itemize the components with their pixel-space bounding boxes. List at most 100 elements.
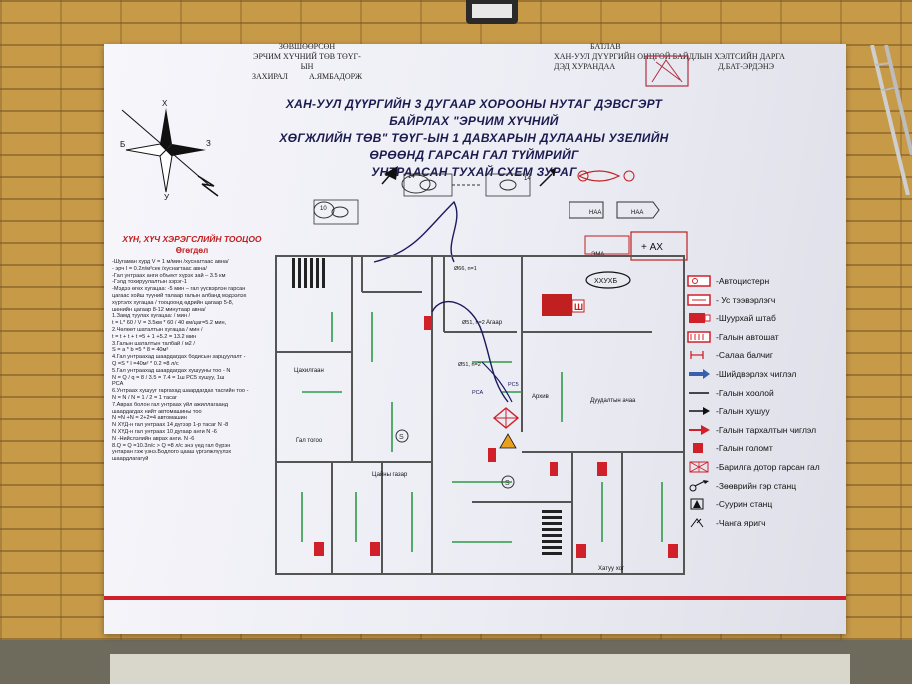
water-tanker-icon: [686, 293, 712, 306]
legend-label: -Галын хушуу: [716, 406, 770, 417]
legend-label: -Шуурхай штаб: [716, 313, 776, 324]
left-name: А.ЯМБАДОРЖ: [308, 72, 362, 81]
banner-red-stripe: [104, 596, 846, 600]
naa-left-label: НАА: [589, 210, 601, 216]
legend-item: -Суурин станц: [686, 497, 772, 511]
nozzle-icon: [686, 405, 712, 417]
hq-symbol: ХХУХБ Ш: [542, 271, 631, 316]
calc-line: 8.Q = Q =10.3л/с > Q =8 л/с энэ үед гал …: [112, 442, 231, 449]
right-position: ДЭД ХУРАНДАА: [554, 62, 616, 71]
calc-line: -Гэлд тохируулалтын зэрэг-1: [112, 279, 187, 286]
tree-icon: [686, 517, 712, 529]
approver-left: ЗӨВШӨӨРСӨН ЭРЧИМ ХҮЧНИЙ ТӨВ ТӨҮГ-ЫН ЗАХИ…: [252, 42, 362, 82]
xxyxb-label: ХХУХБ: [594, 278, 617, 285]
legend-label: -Галын тархалтын чиглэл: [716, 424, 817, 435]
fire-source-icon: [686, 442, 712, 454]
direction-arrow-icon: [686, 368, 712, 380]
mobile-station-icon: [686, 479, 712, 492]
calc-line: хүртэлх хугацаа / тооцоонд өдрийн цагаар…: [112, 299, 234, 306]
calc-line: 2.Чөлөөт шаталтын хугацаа / мин /: [112, 326, 203, 333]
wall-lamp: [466, 0, 518, 24]
legend-label: -Барилга дотор гарсан гал: [716, 462, 820, 472]
rs5-label: РС5: [508, 382, 519, 388]
calc-line: - эрч I = 0.2л/м²сек /хуснагтааc авна/: [112, 265, 207, 272]
unit14-right-label: 14: [524, 176, 531, 182]
calculation-panel: ХҮН, ХҮЧ ХЭРЭГСЛИЙН ТООЦОО Өгөгдөл -Шуга…: [112, 234, 272, 463]
hq-icon: [686, 312, 712, 324]
pipe-a-label: Ø66, n=1: [454, 266, 477, 272]
floor-plan: S S Ø51, n=2 Ø51, n=2 Агаар Архив Дуудал…: [275, 255, 685, 575]
calc-line: N ХҮД-н гал унтраах 10 дугаар анги N -6: [112, 428, 217, 435]
calc-line: шөнийн цагаар 8-12 минутаар авна/: [112, 306, 206, 313]
calc-line: 3.Галын шаталтын талбай / м2 /: [112, 340, 195, 347]
fire-truck-icon: [686, 275, 712, 287]
legend-item: -Галын тархалтын чиглэл: [686, 423, 816, 437]
compass-icon: Х У Б З: [120, 100, 219, 200]
room-agaar: Агаар: [486, 320, 503, 326]
ground: [0, 640, 912, 684]
legend-label: -Зөөврийн гэр станц: [716, 480, 797, 491]
calc-line: N =N +N = 2+2=4 автомашин: [112, 415, 187, 422]
unit14-left-label: 14: [408, 174, 415, 180]
legend-label: -Салаа балчиг: [716, 350, 774, 361]
burn-area-icon: [686, 461, 712, 473]
legend-item: -Шуурхай штаб: [686, 311, 776, 325]
legend-label: -Чанга яригч: [716, 517, 766, 528]
ah-label: + АХ: [641, 242, 663, 253]
calc-line: -Шугаман хурд V = 1 м/мин /хуснагтааc ав…: [112, 259, 229, 265]
compass-south: У: [164, 193, 170, 200]
legend-item: -Зөөврийн гэр станц: [686, 479, 796, 493]
room-archiv: Архив: [532, 394, 549, 400]
legend-item: -Галын хоолой: [686, 386, 774, 400]
legend-item: - Ус тээвэрлэгч: [686, 293, 775, 307]
calc-line: унтаран гэж үзнэ.Бодлого цааш үргэлжлүүл…: [112, 449, 232, 456]
pipe-b-label: Ø51, n=2: [462, 320, 485, 326]
calc-line: РСА: [112, 381, 124, 388]
right-approver-title: БАТЛАВ: [590, 42, 621, 51]
calc-line: 1.Замд туулах хугацаа: / мин /: [112, 313, 191, 320]
left-position: ЗАХИРАЛ: [252, 72, 288, 81]
calc-line: N = Q / q = 8 / 3.5 = 7.4 = 1ш РС5 хушуу…: [112, 374, 225, 381]
room-duudaltiin: Дуудалтын ачаа: [590, 398, 636, 404]
compass-north: Х: [162, 100, 168, 108]
title-line-2: ХӨГЖЛИЙН ТӨВ" ТӨҮГ-ЫН 1 ДАВХАРЫН ДУЛААНЫ…: [279, 131, 669, 162]
calc-line: цагаас хойш түүний талаар галын албанд м…: [112, 292, 247, 299]
stamp-icon: [645, 55, 689, 87]
calc-line: t = t + t + t =5 + 1 +5.2 = 13.2 мин: [112, 333, 197, 340]
calc-line: 6.Унтраах хушууг гаргахад шаардагдах тас…: [112, 388, 249, 395]
calc-line: N = N / N = 1 / 2 = 1 тасаг: [112, 394, 178, 401]
calc-line: S = a * b =5 * 8 = 40м²: [112, 347, 169, 354]
unit10-label: 10: [320, 206, 327, 212]
legend-label: -Галын автошат: [716, 331, 779, 342]
calc-line: 5.Гал унтраахад шаардагдах хушууны тоо -…: [112, 367, 231, 374]
spread-arrow-icon: [686, 424, 712, 436]
sh-label: Ш: [574, 302, 583, 312]
room-tsaasny: Цайны газар: [372, 471, 408, 478]
hydrant-valve-icon: [686, 349, 712, 361]
right-org: ХАН-УУЛ ДҮҮРГИЙН ОНЦГОЙ БАЙДЛЫН ХЭЛТСИЙН…: [554, 52, 785, 61]
legend-label: - Ус тээвэрлэгч: [716, 294, 776, 305]
fire-bus-icon: [686, 331, 712, 343]
title-line-1: ХАН-УУЛ ДҮҮРГИЙН 3 ДУГААР ХОРООНЫ НУТАГ …: [285, 97, 663, 128]
calc-line: N -Нийслэлийн аврах анги. N -6: [112, 435, 195, 442]
calc-line: Q =S * I =40м² * 0.2 =8 л/с: [112, 360, 179, 367]
legend-label: -Суурин станц: [716, 499, 773, 510]
calc-line: шаардагдах нийт автомашины тоо: [112, 408, 202, 415]
legend-label: -Галын хоолой: [716, 387, 774, 398]
left-org: ЭРЧИМ ХҮЧНИЙ ТӨВ ТӨҮГ-ЫН: [253, 52, 361, 71]
legend-item: -Барилга дотор гарсан гал: [686, 460, 820, 474]
approver-right: БАТЛАВ ХАН-УУЛ ДҮҮРГИЙН ОНЦГОЙ БАЙДЛЫН Х…: [554, 42, 844, 72]
hose-icon: [686, 387, 712, 399]
left-approver-title: ЗӨВШӨӨРСӨН: [278, 42, 336, 51]
hydrant-mark-1: S: [399, 434, 404, 441]
scheme-banner: ЗӨВШӨӨРСӨН ЭРЧИМ ХҮЧНИЙ ТӨВ ТӨҮГ-ЫН ЗАХИ…: [104, 42, 846, 634]
calc-line: шаардлагагүй: [112, 456, 149, 463]
right-name: Д.БАТ-ЭРДЭНЭ: [718, 62, 774, 71]
legend-label: -Галын голомт: [716, 443, 773, 454]
naa-right-label: НАА: [631, 210, 643, 216]
room-gal: Гал тогоо: [296, 438, 323, 444]
approach-diagram: 14 14 10 Ø66, n=1: [313, 166, 556, 272]
legend-item: -Галын голомт: [686, 441, 773, 455]
calc-subtitle: Өгөгдөл: [175, 246, 209, 255]
room-tsahilgaan: Цахилгаан: [294, 368, 324, 374]
